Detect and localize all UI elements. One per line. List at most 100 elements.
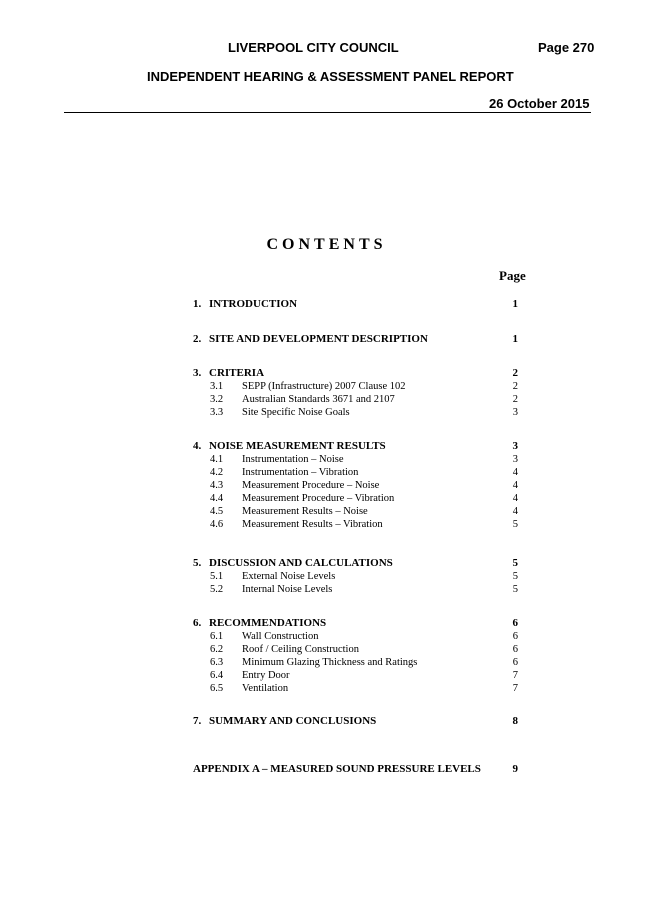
- report-date: 26 October 2015: [489, 96, 590, 111]
- toc-subentry[interactable]: 4.6 Measurement Results – Vibration 5: [193, 518, 518, 531]
- toc-title: INTRODUCTION: [209, 298, 298, 310]
- toc-number: 3.2: [210, 394, 224, 405]
- toc-title: Ventilation: [242, 683, 289, 694]
- toc-number: 6.5: [210, 683, 224, 694]
- toc-page: 3: [512, 440, 519, 452]
- toc-number: 7.: [193, 715, 202, 727]
- toc-title: DISCUSSION AND CALCULATIONS: [209, 557, 393, 569]
- toc-number: 6.2: [210, 644, 224, 655]
- toc-page: 4: [512, 467, 518, 478]
- toc-title: SUMMARY AND CONCLUSIONS: [209, 715, 377, 727]
- toc-entry[interactable]: 6. RECOMMENDATIONS 6: [193, 617, 518, 630]
- toc-subentry[interactable]: 3.2 Australian Standards 3671 and 2107 2: [193, 393, 518, 406]
- toc-subentry[interactable]: 6.4 Entry Door 7: [193, 669, 518, 682]
- report-title: INDEPENDENT HEARING & ASSESSMENT PANEL R…: [147, 69, 514, 84]
- toc-page: 1: [512, 298, 519, 310]
- toc-page: 8: [512, 715, 519, 727]
- toc-page: 5: [512, 571, 518, 582]
- toc-page: 2: [512, 394, 518, 405]
- toc-subentry[interactable]: 4.5 Measurement Results – Noise 4: [193, 505, 518, 518]
- contents-heading: CONTENTS: [266, 236, 387, 253]
- toc-title: Instrumentation – Noise: [242, 454, 344, 465]
- toc-subentry[interactable]: 4.4 Measurement Procedure – Vibration 4: [193, 492, 518, 505]
- toc-title: Instrumentation – Vibration: [242, 467, 359, 478]
- toc-entry[interactable]: 2. SITE AND DEVELOPMENT DESCRIPTION 1: [193, 333, 518, 346]
- toc-page: 6: [512, 617, 519, 629]
- toc-number: 5.2: [210, 584, 224, 595]
- toc-page: 2: [512, 381, 518, 392]
- toc-subentry[interactable]: 4.2 Instrumentation – Vibration 4: [193, 466, 518, 479]
- toc-entry[interactable]: 7. SUMMARY AND CONCLUSIONS 8: [193, 715, 518, 728]
- toc-subentry[interactable]: 5.2 Internal Noise Levels 5: [193, 583, 518, 596]
- council-name: LIVERPOOL CITY COUNCIL: [228, 40, 399, 55]
- toc-page: 6: [512, 657, 518, 668]
- toc-number: 4.: [193, 440, 202, 452]
- toc-title: SITE AND DEVELOPMENT DESCRIPTION: [209, 333, 428, 345]
- toc-title: Minimum Glazing Thickness and Ratings: [242, 657, 418, 668]
- toc-title: Measurement Procedure – Noise: [242, 480, 380, 491]
- toc-entry[interactable]: 5. DISCUSSION AND CALCULATIONS 5: [193, 557, 518, 570]
- toc-page: 5: [512, 584, 518, 595]
- toc-subentry[interactable]: 3.1 SEPP (Infrastructure) 2007 Clause 10…: [193, 380, 518, 393]
- toc-page: 7: [512, 683, 518, 694]
- toc-subentry[interactable]: 4.3 Measurement Procedure – Noise 4: [193, 479, 518, 492]
- toc-number: 6.: [193, 617, 202, 629]
- toc-number: 4.6: [210, 519, 224, 530]
- toc-subentry[interactable]: 3.3 Site Specific Noise Goals 3: [193, 406, 518, 419]
- toc-page: 1: [512, 333, 519, 345]
- toc-title: Measurement Results – Noise: [242, 506, 368, 517]
- toc-number: 6.1: [210, 631, 224, 642]
- toc-page: 5: [512, 519, 518, 530]
- toc-page: 2: [512, 367, 519, 379]
- toc-page: 5: [512, 557, 519, 569]
- toc-title: Site Specific Noise Goals: [242, 407, 350, 418]
- header-divider: [64, 112, 591, 113]
- toc-subentry[interactable]: 6.5 Ventilation 7: [193, 682, 518, 695]
- toc-title: RECOMMENDATIONS: [209, 617, 327, 629]
- toc-number: 4.4: [210, 493, 224, 504]
- toc-subentry[interactable]: 6.2 Roof / Ceiling Construction 6: [193, 643, 518, 656]
- toc-title: Australian Standards 3671 and 2107: [242, 394, 395, 405]
- toc-number: 4.5: [210, 506, 224, 517]
- toc-number: 3.1: [210, 381, 224, 392]
- toc-title: Roof / Ceiling Construction: [242, 644, 359, 655]
- page-number: Page 270: [538, 40, 595, 55]
- toc-page: 3: [512, 454, 518, 465]
- toc-appendix-entry[interactable]: APPENDIX A – MEASURED SOUND PRESSURE LEV…: [193, 763, 518, 776]
- toc-number: 1.: [193, 298, 202, 310]
- toc-title: NOISE MEASUREMENT RESULTS: [209, 440, 386, 452]
- toc-title: Entry Door: [242, 670, 290, 681]
- toc-number: 4.3: [210, 480, 224, 491]
- toc-subentry[interactable]: 6.3 Minimum Glazing Thickness and Rating…: [193, 656, 518, 669]
- toc-title: Measurement Results – Vibration: [242, 519, 383, 530]
- toc-number: 5.1: [210, 571, 224, 582]
- toc-page: 9: [512, 763, 519, 775]
- toc-subentry[interactable]: 4.1 Instrumentation – Noise 3: [193, 453, 518, 466]
- toc-number: 4.2: [210, 467, 224, 478]
- toc-number: 3.: [193, 367, 202, 379]
- toc-number: 3.3: [210, 407, 224, 418]
- toc-page: 4: [512, 480, 518, 491]
- toc-title: APPENDIX A – MEASURED SOUND PRESSURE LEV…: [193, 763, 481, 775]
- toc-page: 4: [512, 506, 518, 517]
- toc-number: 2.: [193, 333, 202, 345]
- toc-page: 4: [512, 493, 518, 504]
- toc-number: 6.4: [210, 670, 224, 681]
- toc-title: SEPP (Infrastructure) 2007 Clause 102: [242, 381, 406, 392]
- toc-entry[interactable]: 3. CRITERIA 2: [193, 367, 518, 380]
- toc-page: 6: [512, 631, 518, 642]
- toc-number: 4.1: [210, 454, 224, 465]
- toc-title: Measurement Procedure – Vibration: [242, 493, 395, 504]
- toc-number: 5.: [193, 557, 202, 569]
- toc-page: 7: [512, 670, 518, 681]
- toc-title: Internal Noise Levels: [242, 584, 333, 595]
- toc-subentry[interactable]: 6.1 Wall Construction 6: [193, 630, 518, 643]
- toc-entry[interactable]: 1. INTRODUCTION 1: [193, 298, 518, 311]
- toc-title: CRITERIA: [209, 367, 265, 379]
- toc-subentry[interactable]: 5.1 External Noise Levels 5: [193, 570, 518, 583]
- toc-entry[interactable]: 4. NOISE MEASUREMENT RESULTS 3: [193, 440, 518, 453]
- toc-title: Wall Construction: [242, 631, 319, 642]
- toc-page: 6: [512, 644, 518, 655]
- toc-title: External Noise Levels: [242, 571, 336, 582]
- page-column-heading: Page: [499, 268, 526, 283]
